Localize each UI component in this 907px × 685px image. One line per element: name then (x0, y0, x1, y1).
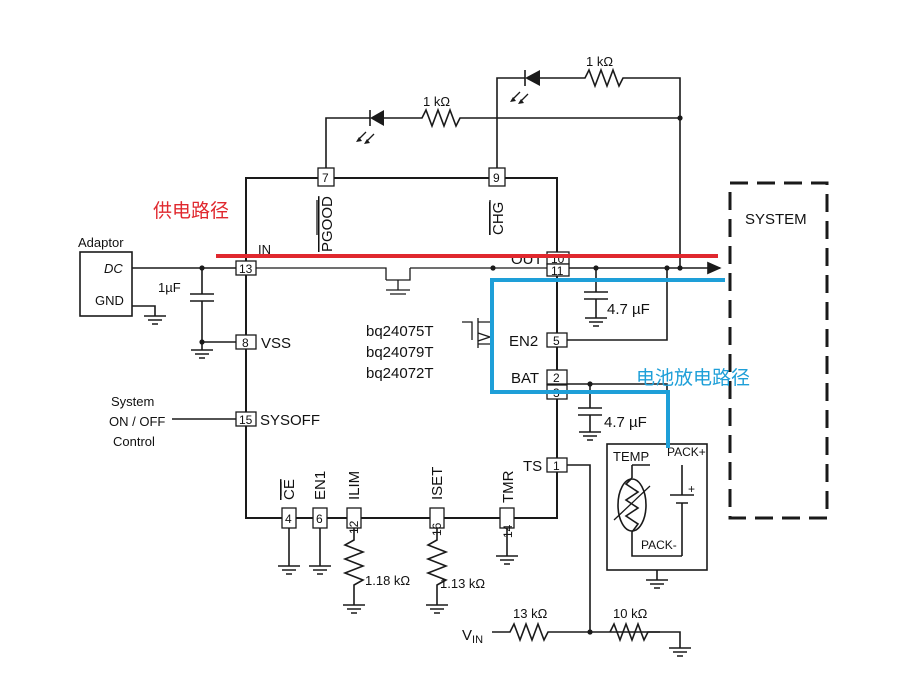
pin-pgood-num: 7 (322, 171, 329, 185)
pgood-led-icon (356, 110, 384, 144)
ilim-resistor: 1.18 kΩ (342, 528, 410, 614)
led1-resistor-label: 1 kΩ (423, 94, 450, 109)
pin-in-name: IN (258, 242, 271, 257)
battery-path-label: 电池放电路径 (636, 367, 750, 389)
pin-en1-num: 6 (316, 512, 323, 526)
pin-ilim-num: 12 (347, 520, 361, 534)
system-label: SYSTEM (745, 211, 807, 228)
battery-pack: TEMP PACK+ PACK- + (606, 443, 708, 589)
input-capacitor: 1µF (158, 268, 214, 342)
sysoff-control-line2: ON / OFF (109, 414, 165, 429)
vin-bottom-resistor-label: 10 kΩ (613, 606, 648, 621)
pin-en2-name: EN2 (509, 333, 538, 350)
out-cap-label: 4.7 µF (607, 301, 650, 318)
pin-out-num-b: 11 (551, 264, 564, 278)
pack-temp-label: TEMP (613, 449, 649, 464)
pack-plus-label: PACK+ (667, 445, 706, 459)
vin-divider: VIN 13 kΩ 10 kΩ (462, 606, 691, 657)
supply-path-label: 供电路径 (153, 200, 229, 222)
pin-sysoff-name: SYSOFF (260, 412, 320, 429)
bat-cap-label: 4.7 µF (604, 414, 647, 431)
pin-bat-num-a: 2 (553, 371, 560, 385)
iset-resistor-label: 1.13 kΩ (440, 576, 485, 591)
system-block (728, 181, 829, 520)
pin-vss-name: VSS (261, 335, 291, 352)
pin-out-name: OUT (511, 251, 543, 268)
pin-bat-name: BAT (511, 370, 539, 387)
ic-part-2: bq24079T (366, 344, 434, 361)
chg-led-icon (510, 70, 540, 104)
pin-en2-num: 5 (553, 334, 560, 348)
out-capacitor: 4.7 µF (584, 268, 650, 327)
pin-tmr-name: TMR (500, 470, 517, 503)
adaptor-dc-label: DC (104, 261, 123, 276)
vin-label: VIN (462, 627, 483, 646)
battery-path-line (490, 278, 725, 448)
pin-en1-name: EN1 (312, 471, 329, 500)
pack-minus-label: PACK- (641, 538, 677, 552)
adaptor-title: Adaptor (78, 235, 124, 250)
svg-text:+: + (688, 482, 695, 496)
pin-chg-num: 9 (493, 171, 500, 185)
pin-in-num: 13 (239, 262, 253, 276)
pin-iset-name: ISET (429, 467, 446, 500)
led2-resistor-label: 1 kΩ (586, 54, 613, 69)
ic-part-3: bq24072T (366, 365, 434, 382)
ilim-resistor-label: 1.18 kΩ (365, 573, 410, 588)
input-cap-label: 1µF (158, 280, 181, 295)
adaptor-gnd-label: GND (95, 293, 124, 308)
adaptor-block: Adaptor DC GND (78, 235, 166, 325)
pin-tmr-num: 14 (501, 524, 515, 538)
pin-chg-name: CHG (490, 202, 507, 235)
internal-fet (256, 267, 547, 295)
pin-ce-name: CE (281, 479, 298, 500)
pin-ilim-name: ILIM (346, 471, 363, 500)
battery-fet (462, 318, 493, 348)
ic-part-1: bq24075T (366, 323, 434, 340)
pin-pgood-name: PGOOD (319, 196, 336, 252)
pin-sysoff-num: 15 (239, 413, 253, 427)
bat-capacitor: 4.7 µF (578, 384, 647, 441)
vin-top-resistor-label: 13 kΩ (513, 606, 548, 621)
iset-resistor: 1.13 kΩ (425, 528, 485, 614)
pin-vss-num: 8 (242, 336, 249, 350)
sysoff-control-line3: Control (113, 434, 155, 449)
pin-ce-num: 4 (285, 512, 292, 526)
pin-ts-name: TS (523, 458, 542, 475)
sysoff-control-line1: System (111, 394, 154, 409)
pin-ts-num: 1 (553, 459, 560, 473)
